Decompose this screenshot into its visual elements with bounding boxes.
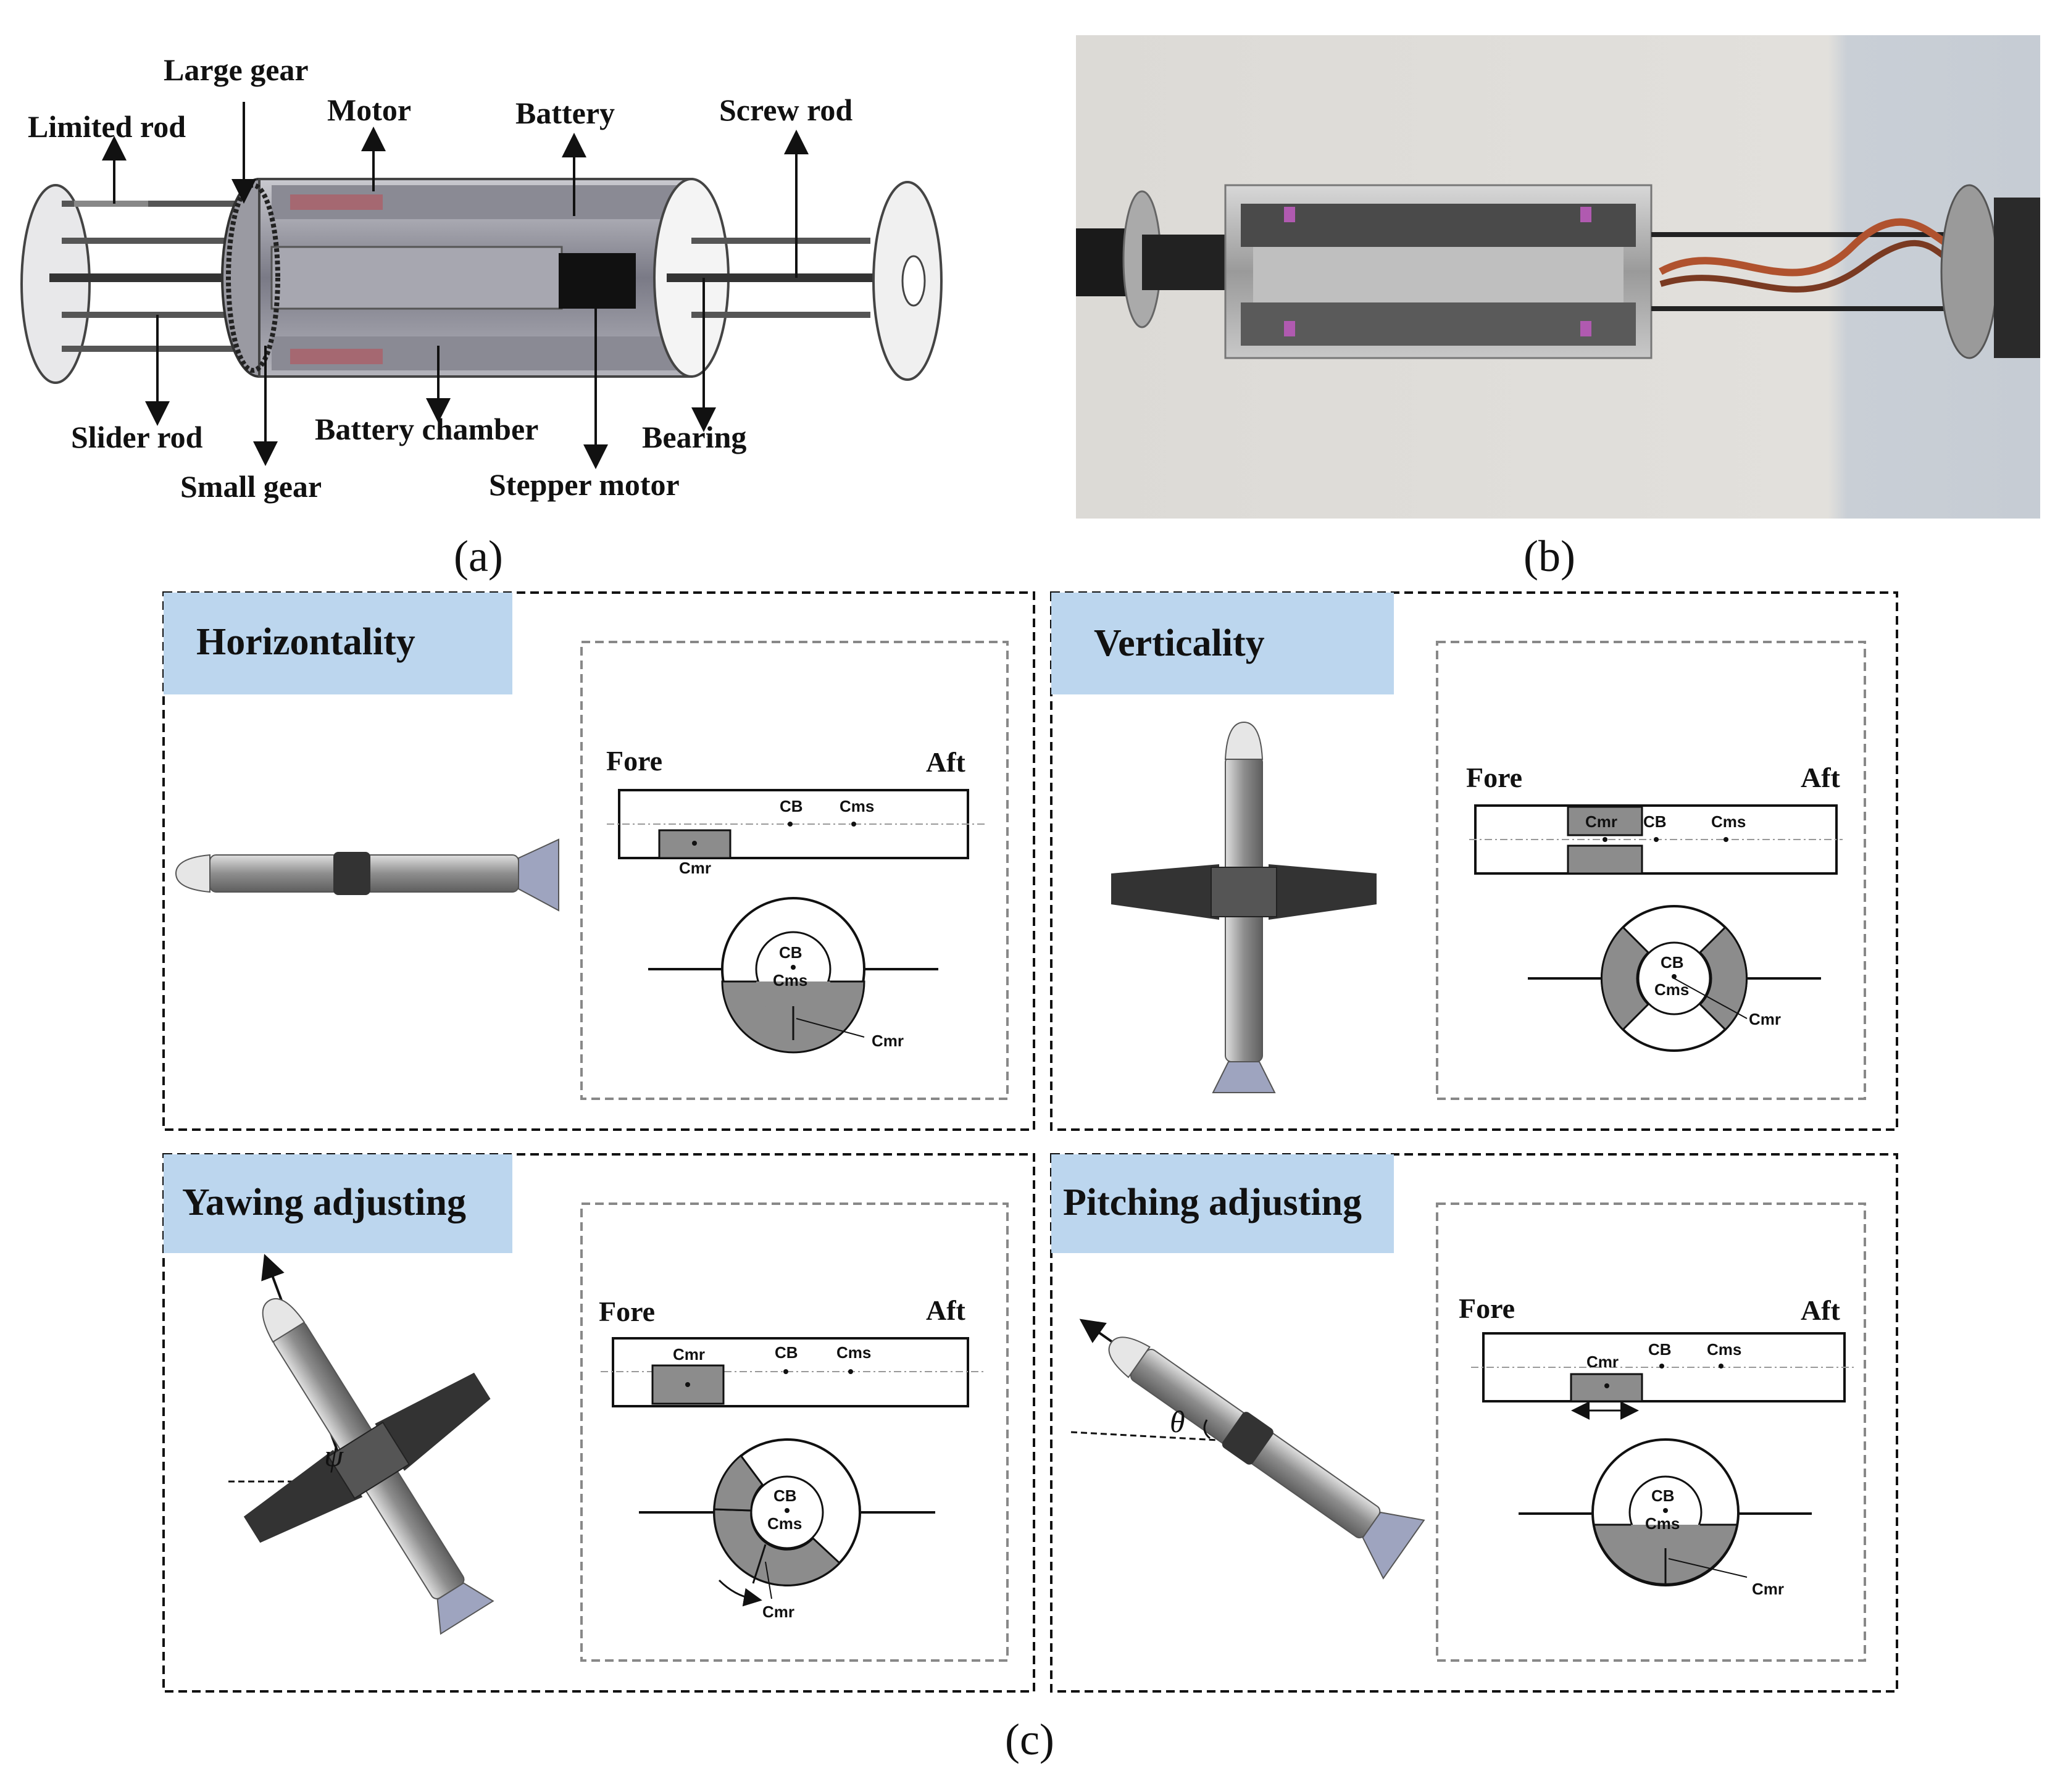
yaw-angle-label: ψ <box>324 1438 344 1473</box>
label-bearing: Bearing <box>642 420 746 454</box>
caption-a: (a) <box>454 531 503 581</box>
label-battery: Battery <box>515 96 615 130</box>
p-cs-cmr-label: Cmr <box>1752 1580 1784 1598</box>
v-aft-label: Aft <box>1801 762 1841 793</box>
glider-horizontal <box>175 838 559 912</box>
label-large-gear: Large gear <box>164 52 309 87</box>
panel-a-drawing: Large gear Limited rod Motor Battery Scr… <box>20 52 943 581</box>
y-cb-label: CB <box>775 1343 798 1362</box>
p-aft-label: Aft <box>1801 1294 1841 1326</box>
p-cs-cb-label: CB <box>1651 1486 1675 1505</box>
title-horizontality: Horizontality <box>196 621 415 663</box>
label-stepper-motor: Stepper motor <box>489 467 680 502</box>
y-fore-label: Fore <box>599 1296 655 1327</box>
right-rods <box>667 238 877 318</box>
h-cs-cb-label: CB <box>779 943 802 962</box>
title-yawing: Yawing adjusting <box>182 1181 466 1223</box>
y-cmr-label: Cmr <box>673 1345 705 1364</box>
y-cs-cmr-label: Cmr <box>762 1602 794 1621</box>
subpanel-pitching: Pitching adjusting θ Fore Aft Cmr CB Cms <box>1050 1153 1898 1693</box>
v-cmr-block-top <box>1567 806 1643 836</box>
v-cs-cmr-label: Cmr <box>1749 1010 1781 1028</box>
h-aft-label: Aft <box>926 746 966 778</box>
subpanel-verticality: Verticality Fore Aft Cmr CB Cms CB Cms <box>1050 591 1898 1131</box>
left-end-plate <box>20 184 91 384</box>
v-cs-cb-label: CB <box>1661 953 1684 972</box>
title-pitching: Pitching adjusting <box>1063 1181 1362 1223</box>
v-cmr-label: Cmr <box>1585 812 1617 831</box>
h-cms-label: Cms <box>840 797 874 815</box>
subpanel-yawing: Yawing adjusting ψ Fore Aft Cmr CB Cms <box>162 1153 1035 1693</box>
label-limited-rod: Limited rod <box>28 109 186 144</box>
label-motor: Motor <box>327 93 411 127</box>
caption-c: (c) <box>1005 1715 1054 1764</box>
title-verticality: Verticality <box>1094 622 1265 664</box>
h-cs-cmr-label: Cmr <box>872 1031 904 1050</box>
v-cb-label: CB <box>1643 812 1667 831</box>
y-cs-cb-label: CB <box>773 1486 797 1505</box>
label-slider-rod: Slider rod <box>71 420 203 454</box>
stepper-motor-block <box>559 253 636 309</box>
p-cmr-label: Cmr <box>1586 1352 1619 1371</box>
panel-b-photo: (b) <box>1076 35 2040 581</box>
h-cb-label: CB <box>780 797 803 815</box>
v-fore-label: Fore <box>1466 762 1522 793</box>
v-cs-cms-label: Cms <box>1654 980 1689 999</box>
h-cmr-label: Cmr <box>679 859 711 877</box>
v-cmr-block-bottom <box>1567 844 1643 875</box>
subpanel-horizontality: Horizontality Fore Aft CB Cms Cmr CB Cms <box>162 591 1035 1131</box>
p-cs-cms-label: Cms <box>1645 1514 1680 1533</box>
y-cms-label: Cms <box>836 1343 871 1362</box>
glider-yawing: ψ <box>228 1254 494 1635</box>
h-cs-cms-label: Cms <box>773 971 807 990</box>
left-rods <box>49 201 247 352</box>
y-aft-label: Aft <box>926 1294 966 1326</box>
p-fore-label: Fore <box>1459 1293 1515 1324</box>
label-small-gear: Small gear <box>180 469 322 504</box>
label-screw-rod: Screw rod <box>719 93 852 127</box>
glider-pitching: θ <box>1070 1319 1425 1580</box>
y-cs-cms-label: Cms <box>767 1514 802 1533</box>
p-cb-label: CB <box>1648 1340 1672 1359</box>
p-cms-label: Cms <box>1707 1340 1741 1359</box>
v-cms-label: Cms <box>1711 812 1746 831</box>
pitch-angle-label: θ <box>1170 1404 1185 1439</box>
h-fore-label: Fore <box>606 745 662 777</box>
label-battery-chamber: Battery chamber <box>315 412 538 446</box>
caption-b: (b) <box>1524 531 1575 581</box>
glider-vertical <box>1111 721 1377 1093</box>
